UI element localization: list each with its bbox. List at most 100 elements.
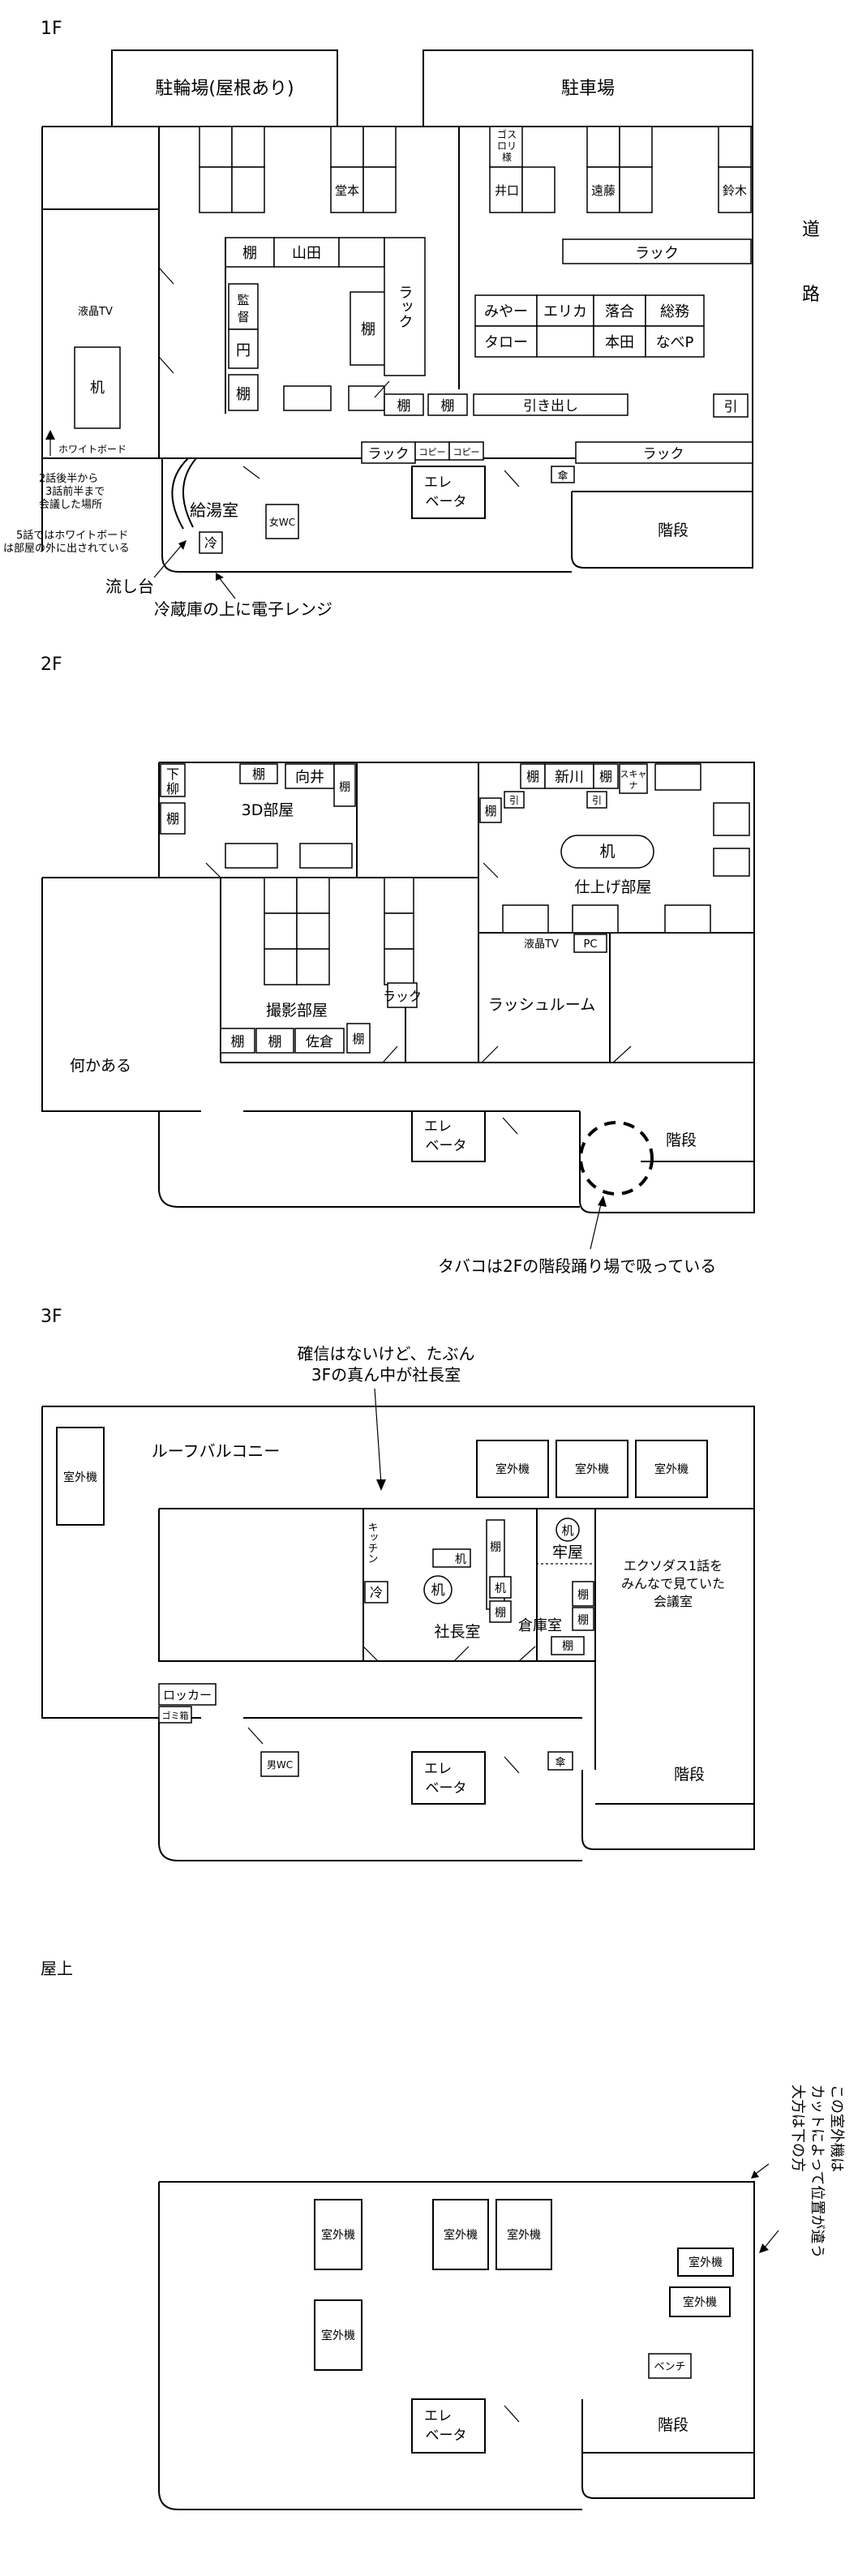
bench <box>648 2353 692 2379</box>
desk-3f-round <box>423 1575 453 1604</box>
rack-1f-corridor-label: ラック <box>368 446 410 462</box>
shelf-1f-d-label: 棚 <box>397 398 411 414</box>
rack-1f-vertical <box>384 237 426 376</box>
note-wb-1: 2話後半から <box>39 472 98 485</box>
bench-label: ベンチ <box>654 2361 685 2373</box>
floor-2f: 2F 下 柳 棚 棚 向井 棚 3D部屋 棚 新川 棚 スキャ <box>41 655 755 1276</box>
director-label-1: 監 <box>237 293 249 307</box>
outdoor-unit-roof-d-label: 室外機 <box>321 2329 355 2342</box>
door-swings-1f <box>158 267 520 487</box>
desk-left-1f <box>74 346 121 429</box>
shelf-3f-d <box>572 1607 594 1631</box>
desk-3f-a <box>432 1548 471 1568</box>
shelf-2f-d-label: 棚 <box>526 769 539 784</box>
building-outline-3f <box>41 1406 755 1861</box>
shelf-2f-d <box>520 763 546 789</box>
rack-1f-corridor-right-label: ラック <box>643 446 684 462</box>
shelf-1f-c-label: 棚 <box>361 321 375 338</box>
prison-room: 牢屋 <box>552 1543 583 1561</box>
elevator-2f <box>411 1110 486 1162</box>
kyuto-curve <box>171 457 189 530</box>
desk-grid-1f <box>474 294 705 358</box>
rack-2f-label: ラック <box>383 989 422 1004</box>
shimo-label-2: 柳 <box>166 781 179 796</box>
f3-note-2: 3Fの真ん中が社長室 <box>311 1365 461 1385</box>
desk-3f-prison <box>556 1518 580 1542</box>
stairs-1f: 階段 <box>658 522 689 539</box>
kyuto-room: 給湯室 <box>190 500 238 520</box>
shelf-2f-e-label: 棚 <box>599 769 612 784</box>
elevator-1f-label-2: ベータ <box>426 494 467 510</box>
room-left <box>42 126 160 459</box>
desk-gosu-1: ゴス <box>497 128 517 140</box>
trash-label: ゴミ箱 <box>162 1710 189 1721</box>
road-label-2: 路 <box>802 285 820 305</box>
car-parking <box>423 49 753 127</box>
outdoor-unit-3f-d <box>635 1440 708 1498</box>
elevator-2f-label-2: ベータ <box>426 1138 467 1154</box>
pc-2f <box>573 934 607 953</box>
copy-1-label: コピー <box>419 447 446 457</box>
desk-left-1f-label: 机 <box>90 380 105 397</box>
kitchen-3f: キッチン <box>366 1522 378 1564</box>
stairs-roof: 階段 <box>658 2416 689 2434</box>
desk-endo: 遠藤 <box>591 183 616 198</box>
desk-shintani <box>544 763 594 789</box>
outdoor-unit-roof-e <box>677 2248 734 2277</box>
fridge-1f <box>199 531 223 554</box>
outdoor-unit-3f-c-label: 室外機 <box>575 1462 609 1476</box>
copy-2-label: コピー <box>453 447 480 457</box>
outdoor-unit-roof-f <box>669 2286 731 2317</box>
shelf-2f-c-label: 棚 <box>339 781 350 794</box>
desk-yamada-label: 山田 <box>292 245 321 262</box>
rush-room: ラッシュルーム <box>488 996 595 1014</box>
shelf-1f-c <box>350 291 387 366</box>
desk-en <box>228 328 259 369</box>
drawer-1f <box>473 393 628 416</box>
floor-label-roof: 屋上 <box>41 1959 73 1978</box>
scanner-label-1: スキャ <box>620 769 647 779</box>
fridge-3f-label: 冷 <box>370 1585 383 1600</box>
shelf-2f-a <box>160 802 186 835</box>
outdoor-unit-3f-b <box>476 1440 549 1498</box>
mens-wc <box>260 1751 299 1777</box>
shelf-1f-d <box>384 393 424 416</box>
door-swings-3f <box>247 1646 536 1774</box>
shelf-2f-i <box>346 1023 371 1054</box>
note-ep5-1: 5話ではホワイトボード <box>16 529 128 542</box>
desk-domoto: 堂本 <box>335 183 359 198</box>
drawer-1f-label: 引き出し <box>523 398 578 414</box>
scanner <box>619 763 648 794</box>
desk-mukai-label: 向井 <box>295 769 324 786</box>
desk-en-label: 円 <box>236 342 251 359</box>
door-swing-roof <box>504 2405 520 2423</box>
outdoor-unit-roof-a-label: 室外機 <box>321 2228 355 2242</box>
floor-roof: 屋上 室外機 室外機 室外機 室外機 室外機 室外機 ベンチ エレ ベータ 階段… <box>41 1959 845 2510</box>
locker-label: ロッカー <box>163 1688 212 1702</box>
microwave-label: 冷蔵庫の上に電子レンジ <box>154 599 332 619</box>
shelf-1f-b-label: 棚 <box>236 386 251 403</box>
shoot-room-tables <box>264 877 414 985</box>
roof-note-3: 大方は下の方 <box>789 2084 806 2172</box>
note-ep5-2: は部屋の外に出されている <box>3 543 130 555</box>
elevator-3f <box>411 1751 486 1805</box>
room-3d: 3D部屋 <box>242 801 294 819</box>
rack-1f-vertical-label: ラック <box>397 285 414 328</box>
road-label-1: 道 <box>802 220 820 240</box>
roof-note-2: カットによって位置が違う <box>809 2084 826 2259</box>
desk-suzuki: 鈴木 <box>723 183 747 198</box>
shelf-1f-b <box>228 374 259 411</box>
lcd-tv-2f: 液晶TV <box>524 938 559 951</box>
shelf-1f-a <box>225 237 275 268</box>
outdoor-unit-3f-a-label: 室外機 <box>63 1470 97 1484</box>
shelf-3f-c <box>572 1581 594 1607</box>
shelf-2f-f <box>479 797 502 823</box>
desk-miya: みやー <box>484 303 528 320</box>
fridge-3f <box>364 1581 388 1604</box>
elevator-1f <box>411 466 486 519</box>
shoot-room: 撮影部屋 <box>266 1002 328 1020</box>
storage-room: 倉庫室 <box>518 1617 562 1634</box>
smoking-spot <box>579 1121 654 1196</box>
outdoor-unit-roof-b <box>432 2199 489 2270</box>
